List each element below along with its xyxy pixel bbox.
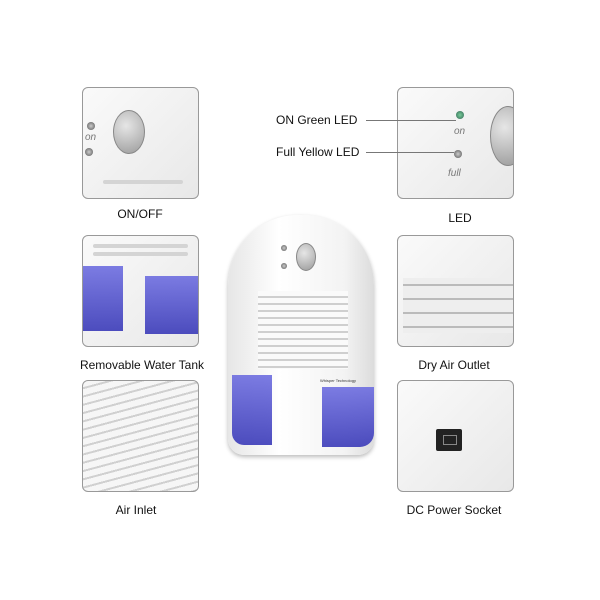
panel-label: Air Inlet — [115, 503, 157, 517]
green-led-icon — [456, 111, 464, 119]
led-icon — [87, 122, 95, 130]
dc-socket-icon — [436, 429, 462, 451]
dry-air-outlet-panel — [397, 235, 514, 347]
brand-text: Whisper Technology — [320, 378, 356, 383]
power-switch — [296, 243, 316, 271]
yellow-led-icon — [281, 263, 287, 269]
dc-power-socket-panel — [397, 380, 514, 492]
panel-label: Removable Water Tank — [79, 358, 205, 372]
vent — [93, 244, 188, 248]
panel-label: DC Power Socket — [406, 503, 502, 517]
water-tank — [83, 266, 123, 331]
air-inlet-panel — [82, 380, 199, 492]
water-tank — [322, 387, 374, 447]
full-text: full — [448, 168, 461, 179]
front-vents — [258, 291, 348, 369]
panel-label: Dry Air Outlet — [418, 358, 490, 372]
led-icon — [85, 148, 93, 156]
power-switch — [113, 110, 145, 154]
water-tank — [232, 375, 272, 445]
led-panel: on full — [397, 87, 514, 199]
panel-label: ON/OFF — [117, 207, 163, 221]
power-switch — [490, 106, 513, 166]
callout-line — [366, 152, 454, 153]
on-text: on — [85, 132, 97, 143]
green-led-icon — [281, 245, 287, 251]
callout-full-led: Full Yellow LED — [276, 145, 360, 159]
onoff-panel: on — [82, 87, 199, 199]
on-text: on — [454, 126, 466, 137]
callout-line — [366, 120, 456, 121]
vent — [93, 252, 188, 256]
dehumidifier: Whisper Technology — [228, 215, 374, 455]
callout-on-led: ON Green LED — [276, 113, 358, 127]
panel-label: LED — [448, 211, 472, 225]
outlet-grille — [403, 278, 513, 333]
yellow-led-icon — [454, 150, 462, 158]
vent — [103, 180, 183, 184]
water-tank-panel — [82, 235, 199, 347]
water-tank — [145, 276, 198, 334]
